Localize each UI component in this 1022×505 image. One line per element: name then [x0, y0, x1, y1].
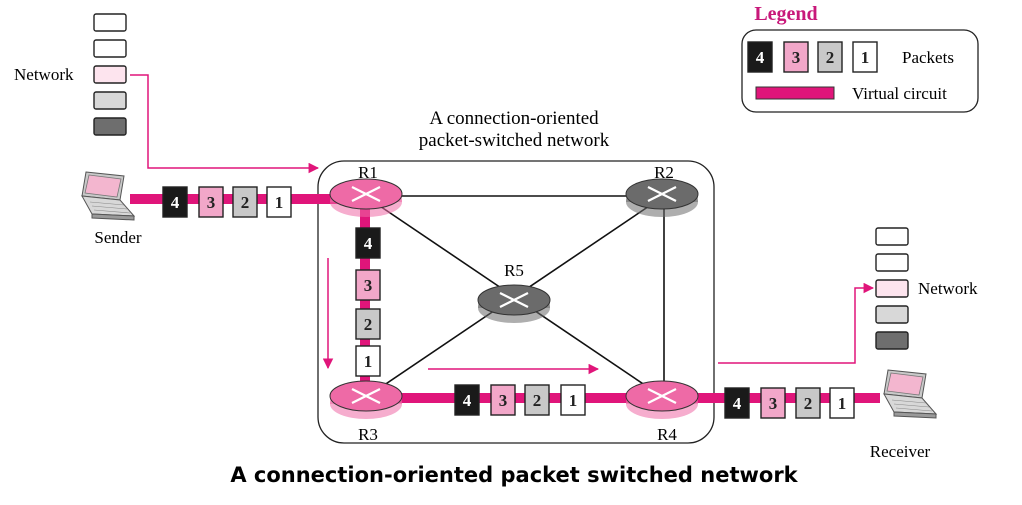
- network-right-box-3: [875, 279, 909, 298]
- packet-receiver-2-label: 2: [804, 394, 813, 413]
- network-stack-right: [875, 227, 909, 350]
- legend-circuit-swatch: [755, 86, 835, 100]
- packet-receiver-3-label: 3: [769, 394, 778, 413]
- legend-packet-1-label: 1: [861, 48, 870, 67]
- network-left-box-2: [93, 39, 127, 58]
- network-stack-left: [93, 13, 127, 136]
- packet-r3r4-4: 4: [454, 384, 480, 416]
- packet-r1r3-4: 4: [355, 227, 381, 259]
- network-left-box-4: [93, 91, 127, 110]
- packets-layer: 4 3 2 1 4 3 2 1 4 3 2 1 4 3 2 1: [162, 186, 855, 419]
- packet-sender-2: 2: [232, 186, 258, 218]
- packet-r3r4-1: 1: [560, 384, 586, 416]
- packet-receiver-2: 2: [795, 387, 821, 419]
- packet-r3r4-4-label: 4: [463, 391, 472, 410]
- router-label-r4: R4: [657, 425, 677, 444]
- flow-arrows: [130, 74, 875, 375]
- packet-r1r3-1: 1: [355, 345, 381, 377]
- network-title-line2: packet-switched network: [419, 130, 610, 151]
- network-right-box-4: [875, 305, 909, 324]
- packet-r1r3-3: 3: [355, 269, 381, 301]
- network-right-box-1: [875, 227, 909, 246]
- packet-sender-1: 1: [266, 186, 292, 218]
- network-left-box-3: [93, 65, 127, 84]
- legend-packet-2-label: 2: [826, 48, 835, 67]
- receiver-label: Receiver: [870, 442, 931, 461]
- receiver-laptop-icon[interactable]: [883, 369, 937, 419]
- legend-packet-4-label: 4: [756, 48, 765, 67]
- packet-r3r4-2-label: 2: [533, 391, 542, 410]
- network-right-box-5: [875, 331, 909, 350]
- legend-packets-label: Packets: [902, 48, 954, 67]
- packet-r3r4-3: 3: [490, 384, 516, 416]
- legend-circuit-label: Virtual circuit: [852, 84, 947, 103]
- network-label-left: Network: [14, 65, 74, 84]
- network-right-box-2: [875, 253, 909, 272]
- legend-packet-3-label: 3: [792, 48, 801, 67]
- sender-laptop-icon[interactable]: [81, 171, 135, 221]
- packet-sender-2-label: 2: [241, 193, 250, 212]
- legend: Legend 4 3 2 1 Packets Virtual circuit: [741, 3, 979, 113]
- packet-receiver-4: 4: [724, 387, 750, 419]
- router-label-r1: R1: [358, 163, 378, 182]
- router-r3[interactable]: [328, 379, 404, 421]
- sender-label: Sender: [94, 228, 142, 247]
- packet-receiver-3: 3: [760, 387, 786, 419]
- legend-title: Legend: [754, 3, 817, 25]
- packet-r3r4-3-label: 3: [499, 391, 508, 410]
- router-r2[interactable]: [624, 177, 700, 219]
- router-r5[interactable]: [476, 283, 552, 325]
- packet-sender-1-label: 1: [275, 193, 284, 212]
- packet-sender-4-label: 4: [171, 193, 180, 212]
- packet-sender-4: 4: [162, 186, 188, 218]
- legend-packet-4: 4: [747, 41, 773, 73]
- packet-r3r4-2: 2: [524, 384, 550, 416]
- packet-sender-3: 3: [198, 186, 224, 218]
- packet-receiver-4-label: 4: [733, 394, 742, 413]
- legend-packets: 4 3 2 1: [747, 41, 878, 73]
- legend-packet-3: 3: [783, 41, 809, 73]
- network-title-line1: A connection-oriented: [429, 108, 599, 129]
- packet-receiver-1: 1: [829, 387, 855, 419]
- figure-caption: A connection-oriented packet switched ne…: [230, 463, 798, 487]
- router-label-r2: R2: [654, 163, 674, 182]
- network-left-box-1: [93, 13, 127, 32]
- packet-r1r3-2: 2: [355, 308, 381, 340]
- router-label-r5: R5: [504, 261, 524, 280]
- router-r1[interactable]: [328, 177, 404, 219]
- legend-box: [741, 29, 979, 113]
- packet-receiver-1-label: 1: [838, 394, 847, 413]
- network-label-right: Network: [918, 279, 978, 298]
- packet-r1r3-4-label: 4: [364, 234, 373, 253]
- packet-r1r3-1-label: 1: [364, 352, 373, 371]
- packet-r1r3-3-label: 3: [364, 276, 373, 295]
- packet-r3r4-1-label: 1: [569, 391, 578, 410]
- network-left-box-5: [93, 117, 127, 136]
- router-r4[interactable]: [624, 379, 700, 421]
- legend-packet-2: 2: [817, 41, 843, 73]
- router-label-r3: R3: [358, 425, 378, 444]
- legend-packet-1: 1: [852, 41, 878, 73]
- packet-r1r3-2-label: 2: [364, 315, 373, 334]
- packet-sender-3-label: 3: [207, 193, 216, 212]
- network-boundary: [317, 160, 715, 444]
